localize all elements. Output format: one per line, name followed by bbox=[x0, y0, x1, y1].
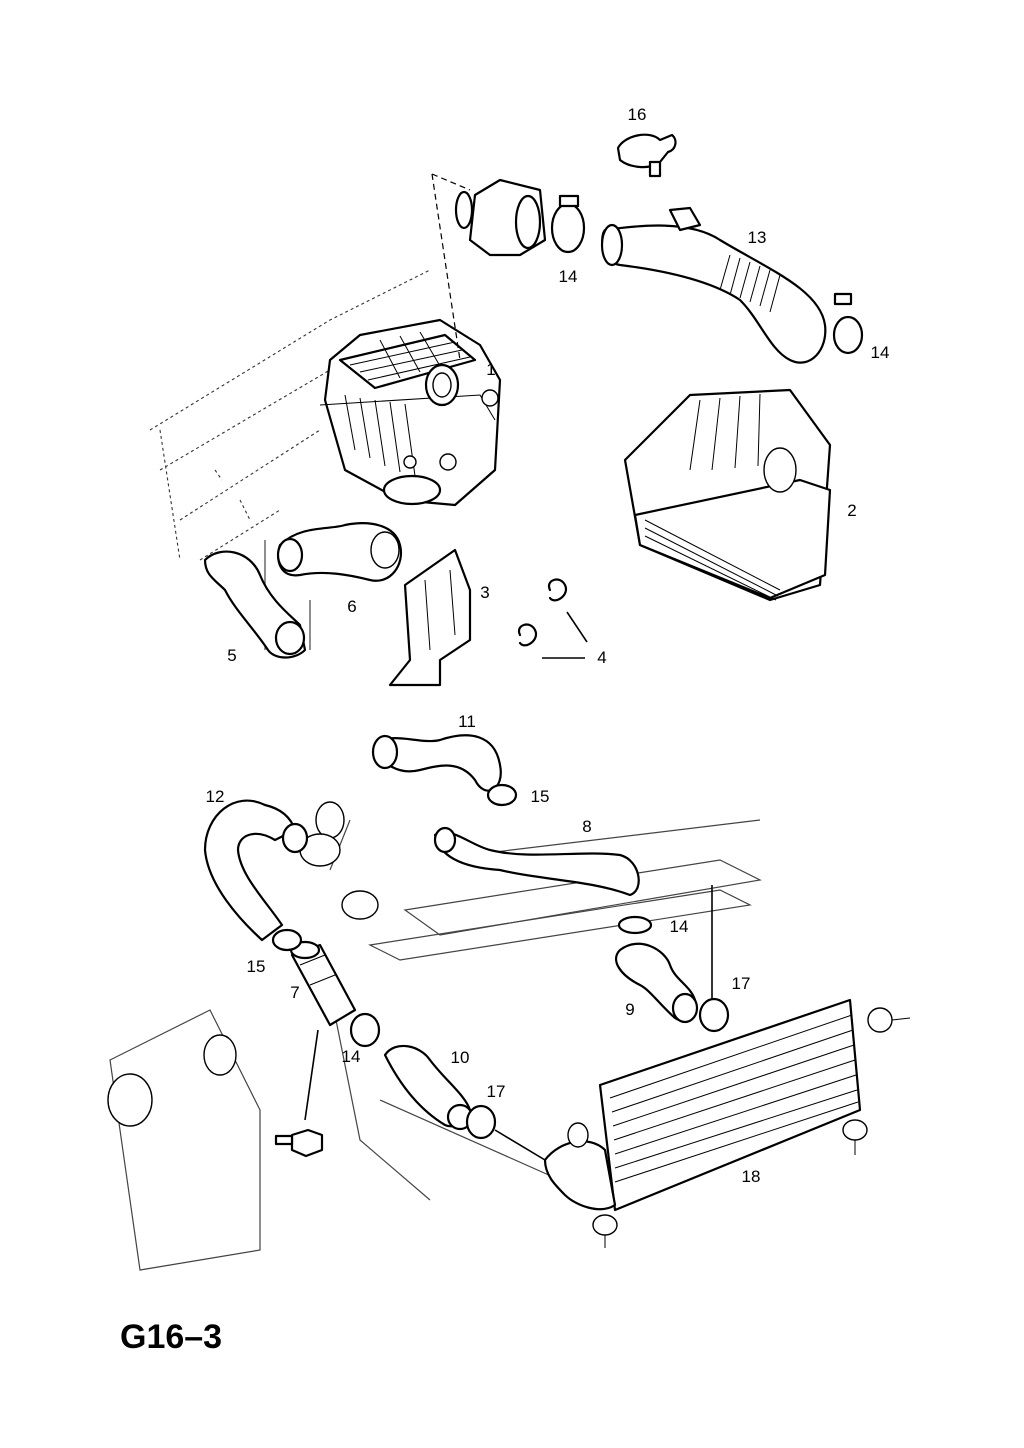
part-18-intercooler bbox=[543, 998, 911, 1248]
callout-17-a: 17 bbox=[732, 974, 751, 993]
callout-16: 16 bbox=[628, 105, 647, 124]
part-3-bracket bbox=[388, 548, 472, 687]
engine-bay-background-lower bbox=[107, 801, 762, 1271]
part-9-elbow-hose bbox=[615, 942, 699, 1024]
part-12-hose bbox=[203, 799, 309, 942]
callout-14-d: 14 bbox=[342, 1047, 361, 1066]
engine-bay-background-upper bbox=[149, 269, 431, 650]
part-14-clamp-lower-a bbox=[349, 1012, 381, 1048]
part-11-hose bbox=[371, 734, 502, 792]
callout-13: 13 bbox=[748, 228, 767, 247]
part-10-hose bbox=[383, 1044, 474, 1131]
part-5-intake-hose bbox=[203, 550, 307, 659]
part-8-hose bbox=[433, 826, 640, 897]
callout-14-a: 14 bbox=[559, 267, 578, 286]
callout-10: 10 bbox=[451, 1048, 470, 1067]
callout-4: 4 bbox=[597, 648, 606, 667]
part-17-clamp-b bbox=[465, 1104, 497, 1140]
callout-17-b: 17 bbox=[487, 1082, 506, 1101]
part-14-clamp-upper-b bbox=[832, 292, 864, 355]
callout-18: 18 bbox=[742, 1167, 761, 1186]
leader-7 bbox=[304, 1029, 319, 1121]
part-16-vent-valve bbox=[616, 133, 677, 178]
part-14-clamp-lower-b bbox=[617, 915, 653, 935]
leader-lines-lower bbox=[494, 885, 713, 1161]
page-code: G16–3 bbox=[120, 1318, 222, 1356]
callout-14-b: 14 bbox=[871, 343, 890, 362]
part-2-air-filter bbox=[623, 388, 832, 602]
callout-15-b: 15 bbox=[247, 957, 266, 976]
callout-labels: 1 2 3 4 5 6 7 8 9 10 11 12 13 14 14 14 1… bbox=[206, 105, 890, 1186]
callout-2: 2 bbox=[847, 501, 856, 520]
part-15-clamp-a bbox=[486, 783, 518, 807]
callout-3: 3 bbox=[480, 583, 489, 602]
part-4-clips bbox=[517, 578, 568, 647]
leader-1 bbox=[431, 173, 471, 361]
part-6-elbow-hose bbox=[276, 522, 403, 582]
part-17-clamp-a bbox=[698, 997, 730, 1033]
callout-1: 1 bbox=[486, 360, 495, 379]
part-14-clamp-upper-a bbox=[550, 194, 586, 254]
part-1-air-cleaner-housing bbox=[319, 318, 502, 507]
part-13-intake-duct bbox=[600, 206, 827, 364]
part-15-clamp-b bbox=[271, 928, 303, 952]
callout-6: 6 bbox=[347, 597, 356, 616]
bolt bbox=[274, 1128, 324, 1158]
callout-15-a: 15 bbox=[531, 787, 550, 806]
callout-5: 5 bbox=[227, 646, 236, 665]
callout-7: 7 bbox=[290, 983, 299, 1002]
callout-8: 8 bbox=[582, 817, 591, 836]
callout-9: 9 bbox=[625, 1000, 634, 1019]
throttle-housing-upper bbox=[454, 178, 547, 257]
callout-12: 12 bbox=[206, 787, 225, 806]
callout-14-c: 14 bbox=[670, 917, 689, 936]
callout-11: 11 bbox=[458, 712, 476, 731]
part-7-charge-pipe bbox=[289, 940, 357, 1027]
leader-4 bbox=[542, 611, 588, 659]
